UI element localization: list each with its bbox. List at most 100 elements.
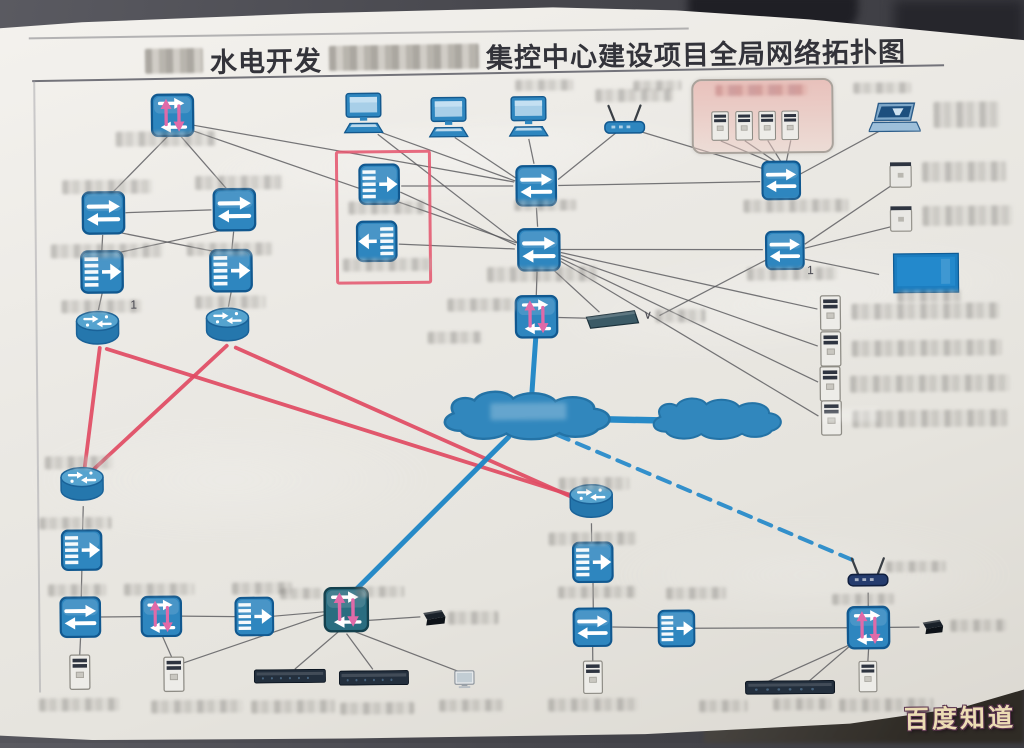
- client-monitor-icon: [453, 669, 474, 689]
- censored-labels-layer: [0, 0, 1020, 5]
- censored-label: [251, 700, 335, 714]
- censored-label: [48, 584, 106, 597]
- wireless-router-right-icon: [845, 555, 891, 587]
- rack-server-right-icon: [745, 680, 835, 695]
- censored-label: [747, 267, 837, 281]
- l3-switch-site-right-icon: [846, 605, 890, 649]
- firewall-dmz-1-icon: [358, 163, 400, 205]
- router-site-left-icon: [58, 465, 106, 503]
- switch-site-left-icon: [58, 596, 102, 638]
- link-g: [804, 184, 894, 244]
- pc-1-icon: [343, 91, 383, 135]
- annotation-mark: ∨: [643, 308, 652, 322]
- censored-label: [124, 583, 194, 596]
- link-g: [294, 632, 338, 669]
- device-nodes-layer: [0, 0, 1020, 5]
- censored-label: [487, 266, 597, 282]
- censored-label: [851, 302, 999, 319]
- censored-label: [832, 593, 894, 605]
- link-g: [163, 636, 172, 657]
- annotation-mark: 1: [807, 263, 814, 277]
- censored-label: [715, 84, 807, 96]
- server-site-left-1-icon: [68, 654, 92, 690]
- censored-label: [490, 402, 566, 420]
- censored-label: [195, 175, 282, 190]
- censored-label: [45, 456, 113, 470]
- censored-label: [699, 700, 747, 712]
- l3-switch-wan-icon: [514, 295, 558, 339]
- server-right-1-icon: [818, 295, 842, 331]
- censored-label: [348, 201, 424, 215]
- censored-label: [950, 619, 1006, 632]
- router-left-1-icon: [73, 309, 121, 347]
- firewall-site-center-2-icon: [656, 609, 696, 647]
- annotation-mark: 1: [130, 298, 137, 312]
- censored-label: [655, 309, 705, 322]
- censored-label: [922, 205, 1012, 226]
- firewall-site-center-icon: [572, 541, 614, 583]
- censored-label: [187, 242, 272, 256]
- link-g: [347, 633, 373, 669]
- censored-label: [515, 79, 573, 91]
- link-g: [181, 616, 235, 618]
- server-site-center-icon: [581, 660, 605, 694]
- censored-label: [548, 698, 638, 712]
- censored-label: [39, 517, 111, 530]
- censored-label: [51, 243, 163, 258]
- link-g: [761, 645, 850, 685]
- censored-label: [62, 179, 152, 194]
- link-r: [84, 348, 101, 466]
- media-converter-2-icon: [889, 205, 912, 232]
- switch-left-1-icon: [80, 191, 126, 235]
- server-site-left-2-icon: [162, 656, 186, 692]
- l3-switch-site-left-icon: [140, 595, 182, 637]
- censored-label: [439, 699, 503, 712]
- cloud-wan-2-icon: [649, 395, 785, 442]
- censored-label: [633, 80, 681, 90]
- switch-site-center-icon: [571, 607, 613, 647]
- link-g: [529, 139, 534, 164]
- censored-label: [340, 702, 414, 715]
- censored-label: [280, 588, 322, 599]
- kvm-box-icon: [420, 609, 447, 627]
- modem-right-icon: [918, 619, 946, 635]
- censored-label: [822, 408, 878, 422]
- link-g: [560, 248, 763, 252]
- link-g: [693, 627, 847, 629]
- video-wall-display-icon: [893, 253, 959, 294]
- link-g: [558, 182, 760, 186]
- baidu-zhidao-watermark: 百度知道: [904, 698, 1017, 736]
- censored-label: [743, 199, 848, 213]
- laptop-right-icon: [868, 102, 920, 134]
- switch-right-upper-icon: [760, 160, 802, 200]
- censored-label: [116, 131, 216, 147]
- censored-label: [39, 698, 119, 712]
- switch-left-2-icon: [211, 187, 257, 231]
- censored-label: [549, 532, 637, 546]
- link-g: [455, 137, 520, 182]
- censored-label: [773, 698, 831, 711]
- censored-label: [195, 295, 265, 309]
- censored-label: [447, 298, 515, 312]
- link-b5: [352, 437, 510, 592]
- link-g: [125, 210, 211, 213]
- tower-pc-2-icon: [733, 111, 754, 141]
- tower-pc-4-icon: [779, 110, 800, 140]
- firewall-dmz-2-icon: [356, 220, 398, 262]
- rack-unit-center-icon: [584, 309, 640, 330]
- censored-label: [853, 82, 911, 94]
- pc-3-icon: [508, 95, 548, 139]
- wireless-ap-top-icon: [601, 103, 647, 135]
- server-right-3-icon: [818, 366, 842, 402]
- censored-label: [151, 700, 243, 714]
- link-g: [558, 133, 616, 180]
- link-g: [368, 617, 420, 620]
- switch-right-lower-icon: [764, 230, 806, 270]
- rack-server-1-icon: [254, 669, 326, 684]
- censored-label: [559, 477, 629, 491]
- censored-label: [886, 561, 946, 573]
- censored-label: [428, 331, 482, 344]
